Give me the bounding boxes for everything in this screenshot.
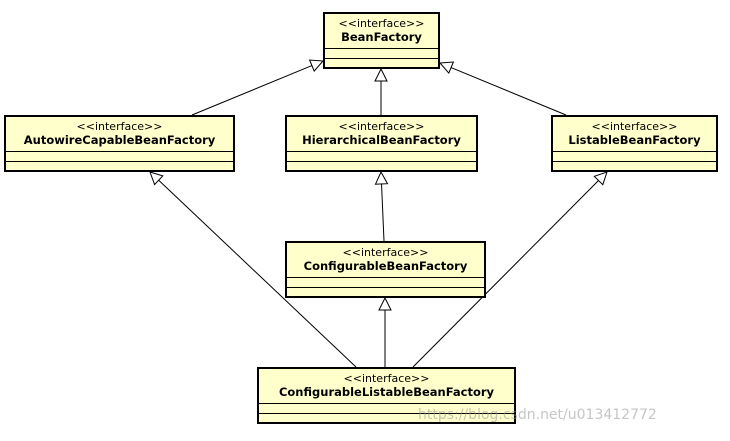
- attributes-compartment: [287, 151, 476, 152]
- attributes-compartment: [325, 48, 438, 49]
- interface-name-listablebeanfactory: ListableBeanFactory: [568, 133, 701, 147]
- methods-compartment: [553, 161, 716, 162]
- stereotype-label: <<interface>>: [591, 120, 678, 133]
- stereotype-label: <<interface>>: [76, 120, 163, 133]
- methods-compartment: [287, 287, 484, 288]
- stereotype-label: <<interface>>: [342, 246, 429, 259]
- inheritance-edges: [149, 59, 608, 368]
- configurablelistablebeanfactory-interface-box: <<interface>> ConfigurableListableBeanFa…: [257, 367, 516, 424]
- methods-compartment: [325, 58, 438, 59]
- hierarchicalbeanfactory-interface-box: <<interface>> HierarchicalBeanFactory: [285, 115, 478, 172]
- generalization-arrowhead-configurable_listable-to-listable: [593, 171, 608, 186]
- generalization-arrowhead-configurable_listable-to-autowire_capable: [149, 171, 164, 186]
- stereotype-label: <<interface>>: [338, 120, 425, 133]
- methods-compartment: [6, 161, 233, 162]
- watermark-text: https://blog.csdn.net/u013412772: [418, 407, 657, 423]
- interface-name-configurablebeanfactory: ConfigurableBeanFactory: [303, 259, 468, 273]
- generalization-arrowhead-configurable-to-hierarchical: [374, 170, 389, 185]
- listablebeanfactory-interface-box: <<interface>> ListableBeanFactory: [551, 115, 718, 172]
- inherits-edge-autowire_capable-to-bean_factory: [191, 65, 313, 116]
- attributes-compartment: [259, 403, 514, 404]
- attributes-compartment: [6, 151, 233, 152]
- interface-name-beanfactory: BeanFactory: [341, 30, 422, 44]
- interface-name-hierarchicalbeanfactory: HierarchicalBeanFactory: [302, 133, 461, 147]
- inherits-edge-listable-to-bean_factory: [450, 67, 567, 116]
- stereotype-label: <<interface>>: [338, 17, 425, 30]
- generalization-arrowhead-hierarchical-to-bean_factory: [374, 67, 388, 82]
- generalization-arrowhead-listable-to-bean_factory: [438, 61, 455, 75]
- interface-name-configurablelistablebeanfactory: ConfigurableListableBeanFactory: [278, 385, 495, 399]
- stereotype-label: <<interface>>: [343, 372, 430, 385]
- methods-compartment: [259, 413, 514, 414]
- inherits-edge-configurable_listable-to-listable: [412, 180, 599, 368]
- attributes-compartment: [553, 151, 716, 152]
- inherits-edge-configurable-to-hierarchical: [381, 183, 385, 242]
- inherits-edge-configurable_listable-to-autowire_capable: [158, 179, 357, 368]
- configurablebeanfactory-interface-box: <<interface>> ConfigurableBeanFactory: [285, 241, 486, 298]
- generalization-arrowhead-autowire_capable-to-bean_factory: [308, 59, 325, 73]
- methods-compartment: [287, 161, 476, 162]
- autowirecapablebeanfactory-interface-box: <<interface>> AutowireCapableBeanFactory: [4, 115, 235, 172]
- interface-name-autowirecapablebeanfactory: AutowireCapableBeanFactory: [23, 133, 216, 147]
- generalization-arrowhead-configurable_listable-to-configurable: [378, 296, 392, 311]
- beanfactory-interface-box: <<interface>> BeanFactory: [323, 12, 440, 69]
- attributes-compartment: [287, 277, 484, 278]
